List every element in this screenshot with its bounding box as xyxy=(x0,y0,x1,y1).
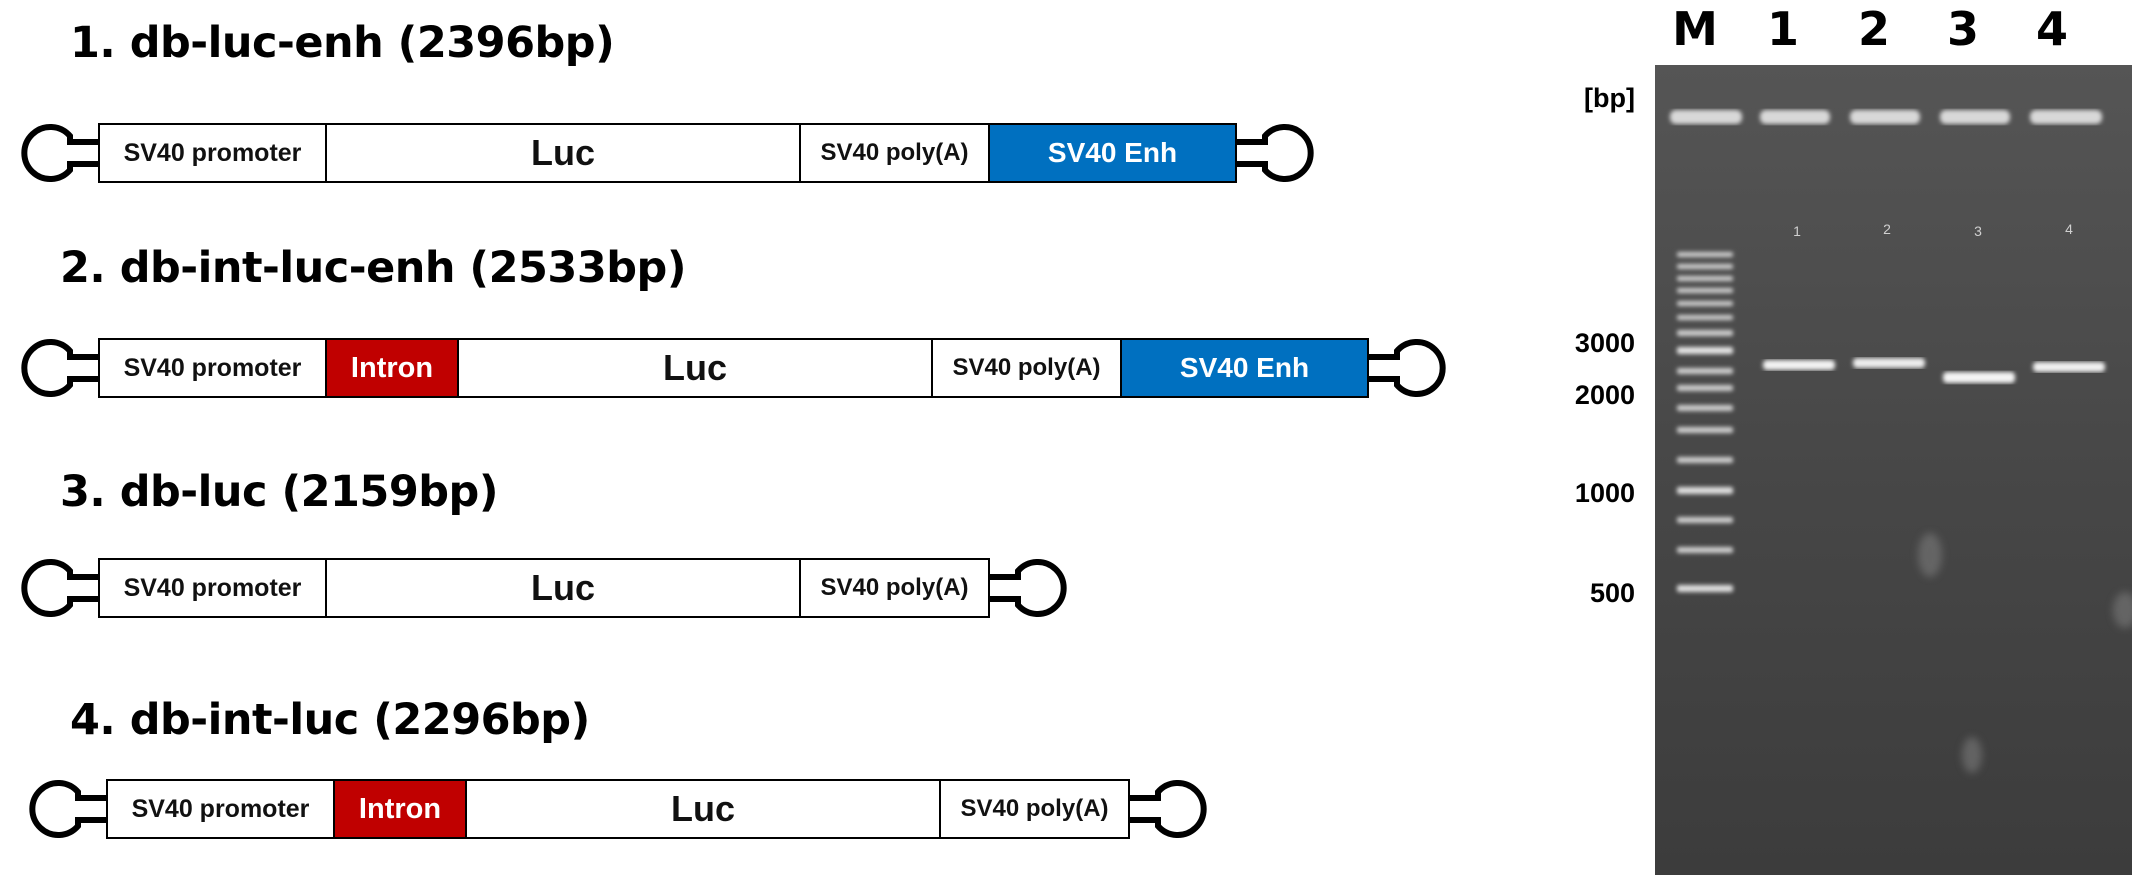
segment-polya: SV40 poly(A) xyxy=(799,123,990,183)
band-lane-3 xyxy=(1943,372,2015,383)
segment-promoter: SV40 promoter xyxy=(106,779,335,839)
left-hairpin-icon xyxy=(21,559,98,617)
size-marker-500: 500 xyxy=(1589,578,1635,608)
gel-lane-note-4: 4 xyxy=(2065,221,2073,237)
size-marker-1000: 1000 xyxy=(1574,478,1635,508)
segment-promoter: SV40 promoter xyxy=(98,338,327,398)
gel-artifacts xyxy=(1918,533,2132,773)
segment-luc: Luc xyxy=(457,338,933,398)
band-lane-4 xyxy=(2033,362,2105,372)
segment-enh: SV40 Enh xyxy=(1120,338,1369,398)
size-marker-3000: 3000 xyxy=(1574,328,1635,358)
segment-enh: SV40 Enh xyxy=(988,123,1237,183)
segment-luc: Luc xyxy=(325,558,801,618)
construct-title: 1. db-luc-enh (2396bp) xyxy=(70,18,615,68)
lane-header-2: 2 xyxy=(1857,2,1890,56)
segment-intron: Intron xyxy=(325,338,459,398)
lane-header-1: 1 xyxy=(1766,2,1799,56)
band-lane-2 xyxy=(1853,358,1925,368)
segment-promoter: SV40 promoter xyxy=(98,123,327,183)
band-lane-1 xyxy=(1763,360,1835,370)
right-hairpin-icon xyxy=(1237,124,1314,182)
segment-polya: SV40 poly(A) xyxy=(799,558,990,618)
gel-wells xyxy=(1670,110,2102,124)
segment-luc: Luc xyxy=(325,123,801,183)
gel-lane-note-3: 3 xyxy=(1974,223,1982,239)
unit-label: [bp] xyxy=(1584,83,1635,113)
left-hairpin-icon xyxy=(21,339,98,397)
gel-image: 1 2 3 4 xyxy=(1655,65,2132,875)
segment-intron: Intron xyxy=(333,779,467,839)
left-hairpin-icon xyxy=(29,780,106,838)
lane-header-marker: M xyxy=(1672,2,1718,56)
right-hairpin-icon xyxy=(990,559,1067,617)
size-marker-2000: 2000 xyxy=(1574,380,1635,410)
right-hairpin-icon xyxy=(1369,339,1446,397)
marker-ladder xyxy=(1677,252,1733,592)
sample-bands xyxy=(1763,358,2105,383)
gel-lane-note-1: 1 xyxy=(1793,223,1801,239)
left-hairpin-icon xyxy=(21,124,98,182)
segment-polya: SV40 poly(A) xyxy=(939,779,1130,839)
construct-title: 4. db-int-luc (2296bp) xyxy=(70,695,590,745)
lane-header-3: 3 xyxy=(1946,2,1979,56)
gel-panel: M 1 2 3 4 [bp] 3000 2000 1000 500 xyxy=(1535,0,2139,894)
gel-background xyxy=(1655,65,2132,875)
segment-luc: Luc xyxy=(465,779,941,839)
construct-title: 3. db-luc (2159bp) xyxy=(60,467,499,517)
construct-title: 2. db-int-luc-enh (2533bp) xyxy=(60,243,686,293)
lane-header-4: 4 xyxy=(2035,2,2068,56)
gel-lane-note-2: 2 xyxy=(1883,221,1891,237)
right-hairpin-icon xyxy=(1130,780,1207,838)
segment-polya: SV40 poly(A) xyxy=(931,338,1122,398)
segment-promoter: SV40 promoter xyxy=(98,558,327,618)
